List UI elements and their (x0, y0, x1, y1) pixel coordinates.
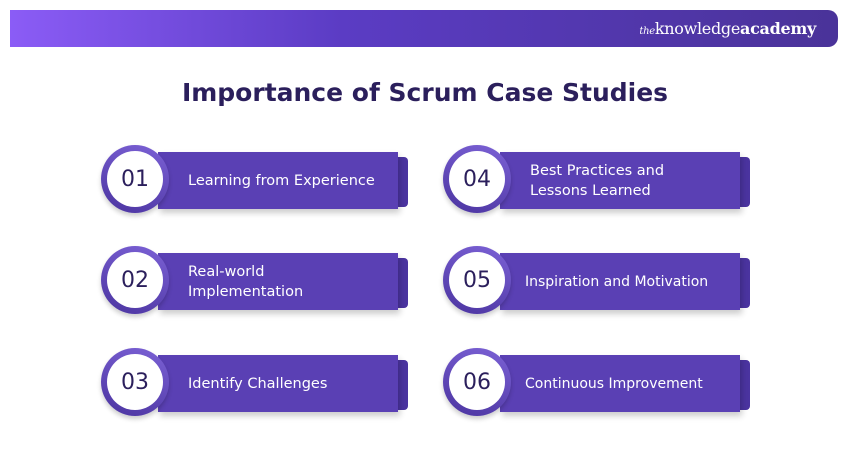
item-label: Inspiration and Motivation (500, 253, 740, 310)
number-badge: 01 (101, 145, 169, 213)
item-label: Identify Challenges (158, 355, 398, 412)
brand-logo: theknowledgeacademy (639, 19, 816, 38)
header-banner: theknowledgeacademy (10, 10, 838, 47)
card-tab (396, 360, 408, 410)
number-badge: 06 (443, 348, 511, 416)
card-tab (738, 360, 750, 410)
item-label: Learning from Experience (158, 152, 398, 209)
card-tab (738, 157, 750, 207)
logo-the: the (639, 26, 655, 37)
logo-academy: academy (740, 19, 816, 38)
number-badge: 05 (443, 246, 511, 314)
card-tab (396, 258, 408, 308)
item-number: 01 (107, 151, 163, 207)
logo-knowledge: knowledge (654, 19, 741, 38)
card-tab (738, 258, 750, 308)
item-number: 06 (449, 354, 505, 410)
item-number: 05 (449, 252, 505, 308)
item-label: Real-world Implementation (158, 253, 398, 310)
item-number: 02 (107, 252, 163, 308)
item-label: Best Practices and Lessons Learned (500, 152, 740, 209)
card-tab (396, 157, 408, 207)
number-badge: 04 (443, 145, 511, 213)
number-badge: 03 (101, 348, 169, 416)
page-title: Importance of Scrum Case Studies (181, 78, 669, 107)
item-number: 04 (449, 151, 505, 207)
item-number: 03 (107, 354, 163, 410)
number-badge: 02 (101, 246, 169, 314)
item-label: Continuous Improvement (500, 355, 740, 412)
